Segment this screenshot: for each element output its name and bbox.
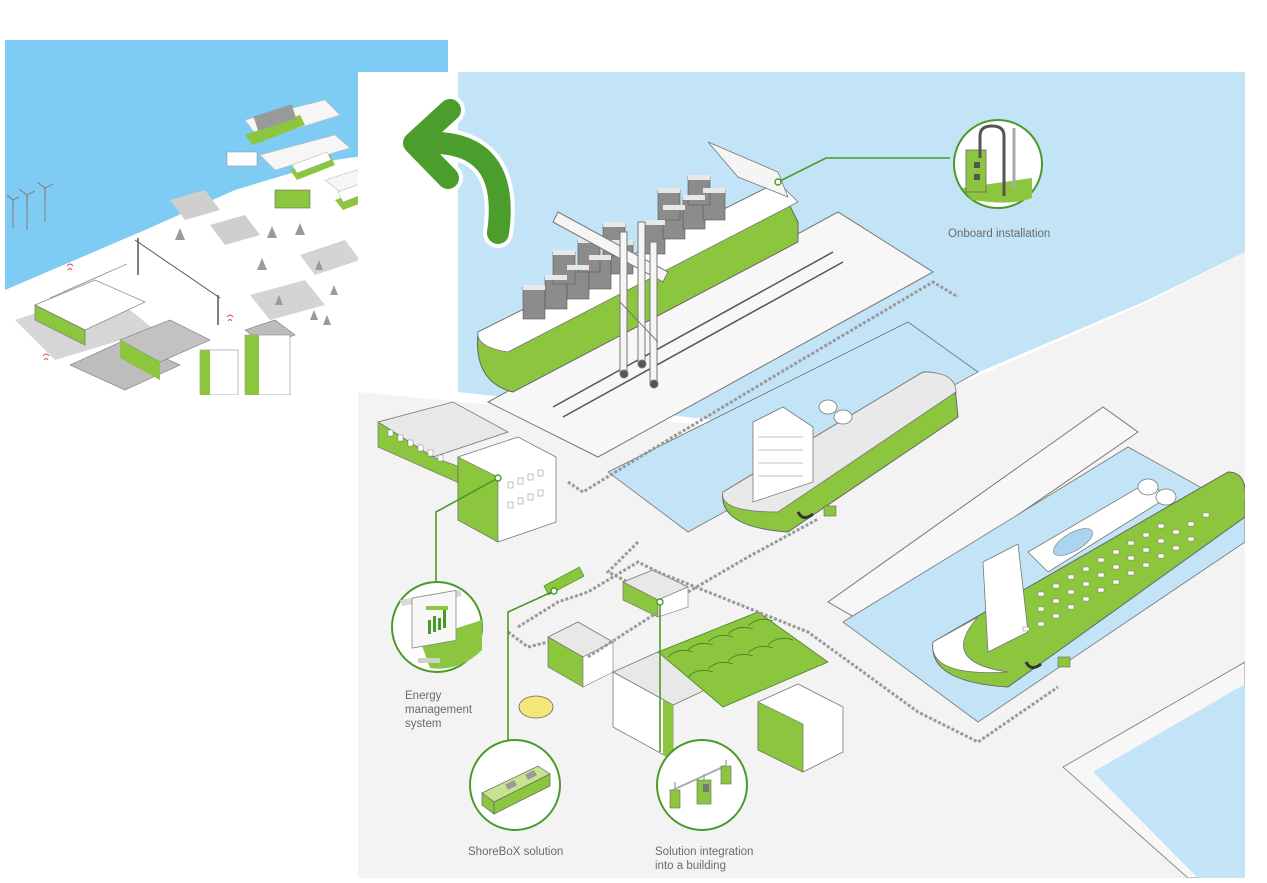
ferry-funnel — [818, 399, 838, 415]
inset-ferry — [290, 151, 335, 180]
wind-turbines — [6, 181, 54, 230]
energy-management-system-label: Energy management system — [405, 690, 473, 730]
arched-roof — [657, 611, 829, 708]
shore-power-cable — [796, 511, 814, 519]
callout-onboard-installation[interactable] — [952, 118, 1044, 210]
shore-connection-box — [823, 505, 837, 517]
curved-arrow-icon[interactable] — [380, 88, 530, 248]
back-to-overview-arrow[interactable] — [380, 88, 530, 248]
cruise-funnel — [1137, 478, 1159, 496]
callout-shorebox-solution[interactable] — [468, 738, 562, 832]
solution-integration-label: Solution integration into a building — [655, 846, 754, 872]
shore-power-cable — [1024, 661, 1042, 669]
pier-2 — [827, 406, 1139, 623]
shorebox-building — [547, 621, 614, 688]
cruise-bridge — [982, 543, 1029, 653]
pool — [1053, 528, 1093, 556]
ro-ro-ferry — [722, 371, 959, 533]
ship-bridge — [707, 141, 789, 198]
substation-building — [622, 569, 689, 618]
signal-markers — [42, 263, 234, 361]
callout-energy-management-system[interactable] — [390, 580, 484, 674]
generator-pad — [518, 695, 554, 719]
harbour-building — [226, 151, 258, 167]
ferry-funnel — [833, 409, 853, 425]
pier — [259, 134, 351, 171]
solar-buildings — [69, 319, 296, 396]
crane-rail — [562, 261, 844, 418]
shorebox-container-icon — [469, 739, 561, 831]
callout-anchors — [494, 178, 782, 606]
power-line — [134, 239, 221, 299]
ferry-superstructure — [752, 406, 814, 503]
crane-rail — [552, 251, 834, 408]
monitor-dashboard-icon — [391, 581, 483, 673]
callout-solution-integration-building[interactable] — [655, 738, 749, 832]
basin-4 — [1093, 684, 1245, 878]
factory-halls — [34, 263, 146, 346]
cabin-windows — [1022, 512, 1210, 632]
trees — [175, 223, 338, 325]
cruise-funnel — [1155, 488, 1177, 506]
cruise-ship — [932, 471, 1246, 688]
industrial-hall — [612, 611, 844, 773]
inset-container-ship — [245, 104, 305, 145]
gantry-crane — [552, 211, 669, 389]
parking-lot — [170, 190, 220, 220]
mid-rise-building — [199, 349, 239, 396]
callout-leaders — [435, 157, 950, 752]
shorebox-solution-label: ShoreBoX solution — [468, 846, 564, 858]
inset-shore-facility — [274, 189, 311, 209]
onboard-plug-icon — [953, 119, 1043, 209]
shore-connection-box — [1057, 656, 1071, 668]
parking-lot — [210, 215, 260, 245]
cable-routes — [507, 280, 1059, 744]
onboard-installation-label: Onboard installation — [948, 228, 1051, 240]
park-lot — [250, 280, 325, 320]
park-lot — [300, 240, 360, 275]
electrical-cabinets-icon — [656, 739, 748, 831]
ems-office-building — [377, 401, 557, 543]
